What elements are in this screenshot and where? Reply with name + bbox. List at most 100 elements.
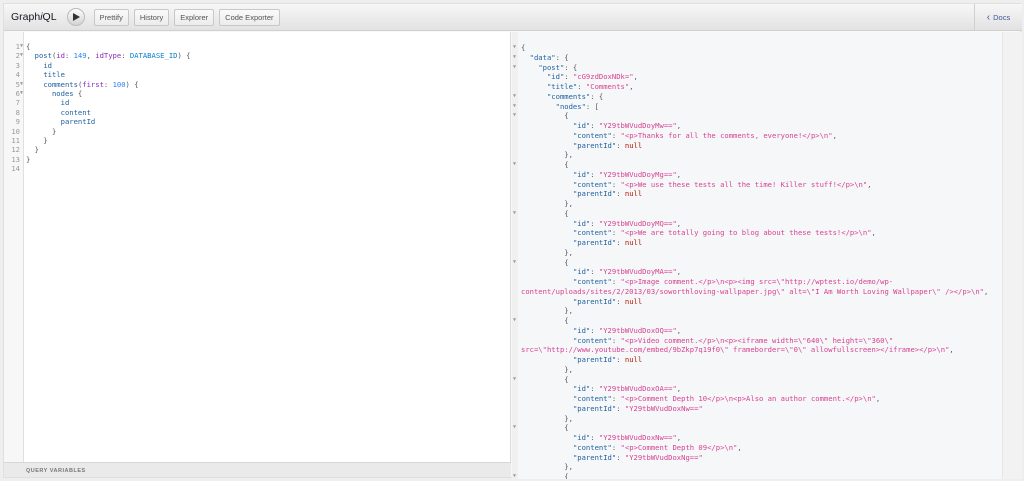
- fold-arrow-icon[interactable]: ▼: [20, 80, 24, 87]
- code-token: :: [616, 140, 625, 150]
- code-token: [26, 61, 43, 70]
- code-token: :: [590, 121, 599, 130]
- code-text: content/uploads/sites/2/2013/03/soworthl…: [521, 287, 988, 297]
- result-line: "id": "Y29tbWVudDoxOQ==",: [512, 326, 1002, 336]
- code-text: {: [521, 423, 569, 433]
- line-number: 6: [15, 88, 20, 98]
- code-text: "title": "Comments",: [521, 82, 634, 92]
- code-token: parentId: [60, 117, 96, 127]
- toolbar: GraphiQL Prettify History Explorer Code …: [4, 4, 974, 31]
- fold-arrow-icon[interactable]: ▼: [513, 92, 517, 99]
- fold-arrow-icon[interactable]: ▼: [513, 112, 517, 119]
- code-token: [521, 102, 556, 111]
- code-token: {: [73, 88, 83, 98]
- query-line: 4 title: [4, 70, 504, 79]
- result-code: ▼{▼ "data": {▼ "post": { "id": "cG9zdDox…: [512, 43, 1002, 479]
- code-token: "post": [538, 62, 565, 72]
- query-line: 7 id: [4, 98, 504, 107]
- code-token: "<p>Comment Depth 10</p>\n<p>Also an aut…: [620, 394, 876, 403]
- code-token: [521, 82, 547, 91]
- code-token: ,: [86, 51, 96, 61]
- code-token: ,: [676, 433, 682, 442]
- code-token: :: [616, 296, 625, 306]
- fold-arrow-icon[interactable]: ▼: [513, 258, 517, 265]
- code-token: ,: [633, 72, 638, 82]
- code-token: {: [26, 42, 31, 51]
- code-token: [521, 453, 573, 462]
- result-line: ▼ {: [512, 111, 1002, 121]
- result-line: "parentId": null: [512, 189, 1002, 199]
- execute-query-button[interactable]: [66, 8, 85, 26]
- code-token: [521, 404, 573, 413]
- code-token: "Y29tbWVudDoxNw==": [624, 403, 703, 413]
- result-line: "id": "Y29tbWVudDoxNw==",: [512, 433, 1002, 443]
- code-token: "title": [546, 82, 578, 91]
- fold-arrow-icon[interactable]: ▼: [513, 161, 517, 167]
- fold-arrow-icon[interactable]: ▼: [513, 375, 517, 382]
- query-code[interactable]: 1▼{2▼ post(id: 149, idType: DATABASE_ID)…: [4, 42, 504, 173]
- code-token: ,: [984, 286, 989, 296]
- code-token: "nodes": [555, 101, 586, 111]
- code-token: :: [590, 169, 599, 179]
- code-text: {: [521, 111, 568, 121]
- code-text: },: [521, 248, 573, 258]
- fold-arrow-icon[interactable]: ▼: [513, 102, 517, 109]
- code-token: title: [43, 70, 65, 80]
- code-token: "comments": [546, 91, 591, 101]
- fold-arrow-icon[interactable]: ▼: [513, 209, 517, 216]
- code-text: "id": "cG9zdDoxNDk=",: [521, 72, 638, 82]
- code-token: ) {: [177, 51, 191, 61]
- code-token: : {: [555, 52, 569, 62]
- code-token: "<p>We are totally going to blog about t…: [620, 228, 872, 238]
- line-number: 14: [11, 164, 20, 174]
- code-token: :: [590, 325, 599, 335]
- docs-button[interactable]: ‹Docs: [974, 4, 1022, 31]
- prettify-button[interactable]: Prettify: [93, 8, 129, 26]
- code-token: ,: [676, 325, 682, 335]
- result-line: },: [512, 306, 1002, 316]
- fold-arrow-icon[interactable]: ▼: [513, 44, 517, 50]
- fold-arrow-icon[interactable]: ▼: [513, 317, 517, 323]
- fold-arrow-icon[interactable]: ▼: [20, 52, 24, 59]
- code-token: [521, 189, 573, 198]
- code-text: id: [26, 61, 52, 70]
- result-line: "parentId": "Y29tbWVudDoxNg==": [512, 453, 1002, 463]
- code-token: :: [616, 403, 625, 413]
- code-token: "parentId": [572, 355, 617, 364]
- result-line: ▼ {: [512, 423, 1002, 433]
- code-text: "parentId": "Y29tbWVudDoxNg==": [521, 453, 703, 463]
- code-token: [521, 121, 573, 130]
- code-token: "content": [572, 394, 612, 403]
- code-token: },: [521, 364, 573, 374]
- code-token: ) {: [125, 79, 139, 89]
- line-number: 2: [15, 51, 20, 61]
- code-token: {: [521, 423, 569, 433]
- query-variables-toggle[interactable]: QUERY VARIABLES: [4, 462, 511, 477]
- code-token: :: [590, 433, 599, 442]
- code-token: [521, 384, 573, 393]
- code-token: :: [590, 267, 599, 277]
- fold-arrow-icon[interactable]: ▼: [20, 89, 24, 96]
- fold-arrow-icon[interactable]: ▼: [513, 53, 517, 60]
- fold-arrow-icon[interactable]: ▼: [20, 43, 24, 49]
- explorer-button[interactable]: Explorer: [174, 8, 215, 26]
- result-line: },: [512, 248, 1002, 258]
- history-button[interactable]: History: [133, 8, 170, 26]
- fold-arrow-icon[interactable]: ▼: [513, 63, 517, 70]
- fold-arrow-icon[interactable]: ▼: [513, 473, 517, 479]
- result-line: ▼ "data": {: [512, 53, 1002, 63]
- code-token: :: [577, 82, 586, 91]
- code-token: "Y29tbWVudDoyMQ==": [598, 218, 677, 228]
- code-token: :: [611, 130, 621, 140]
- play-icon: [73, 13, 81, 21]
- code-text: "parentId": "Y29tbWVudDoxNw==": [521, 404, 703, 414]
- code-token: content: [60, 107, 91, 117]
- result-scrollbar[interactable]: [1002, 32, 1022, 479]
- code-exporter-button[interactable]: Code Exporter: [219, 8, 280, 26]
- query-editor[interactable]: 1▼{2▼ post(id: 149, idType: DATABASE_ID)…: [4, 32, 511, 462]
- code-text: {: [521, 160, 568, 170]
- code-token: src=\"http://www.youtube.com/embed/9bZkp…: [521, 345, 950, 355]
- code-token: null: [624, 140, 643, 150]
- fold-arrow-icon[interactable]: ▼: [513, 424, 517, 431]
- code-token: first: [82, 79, 104, 89]
